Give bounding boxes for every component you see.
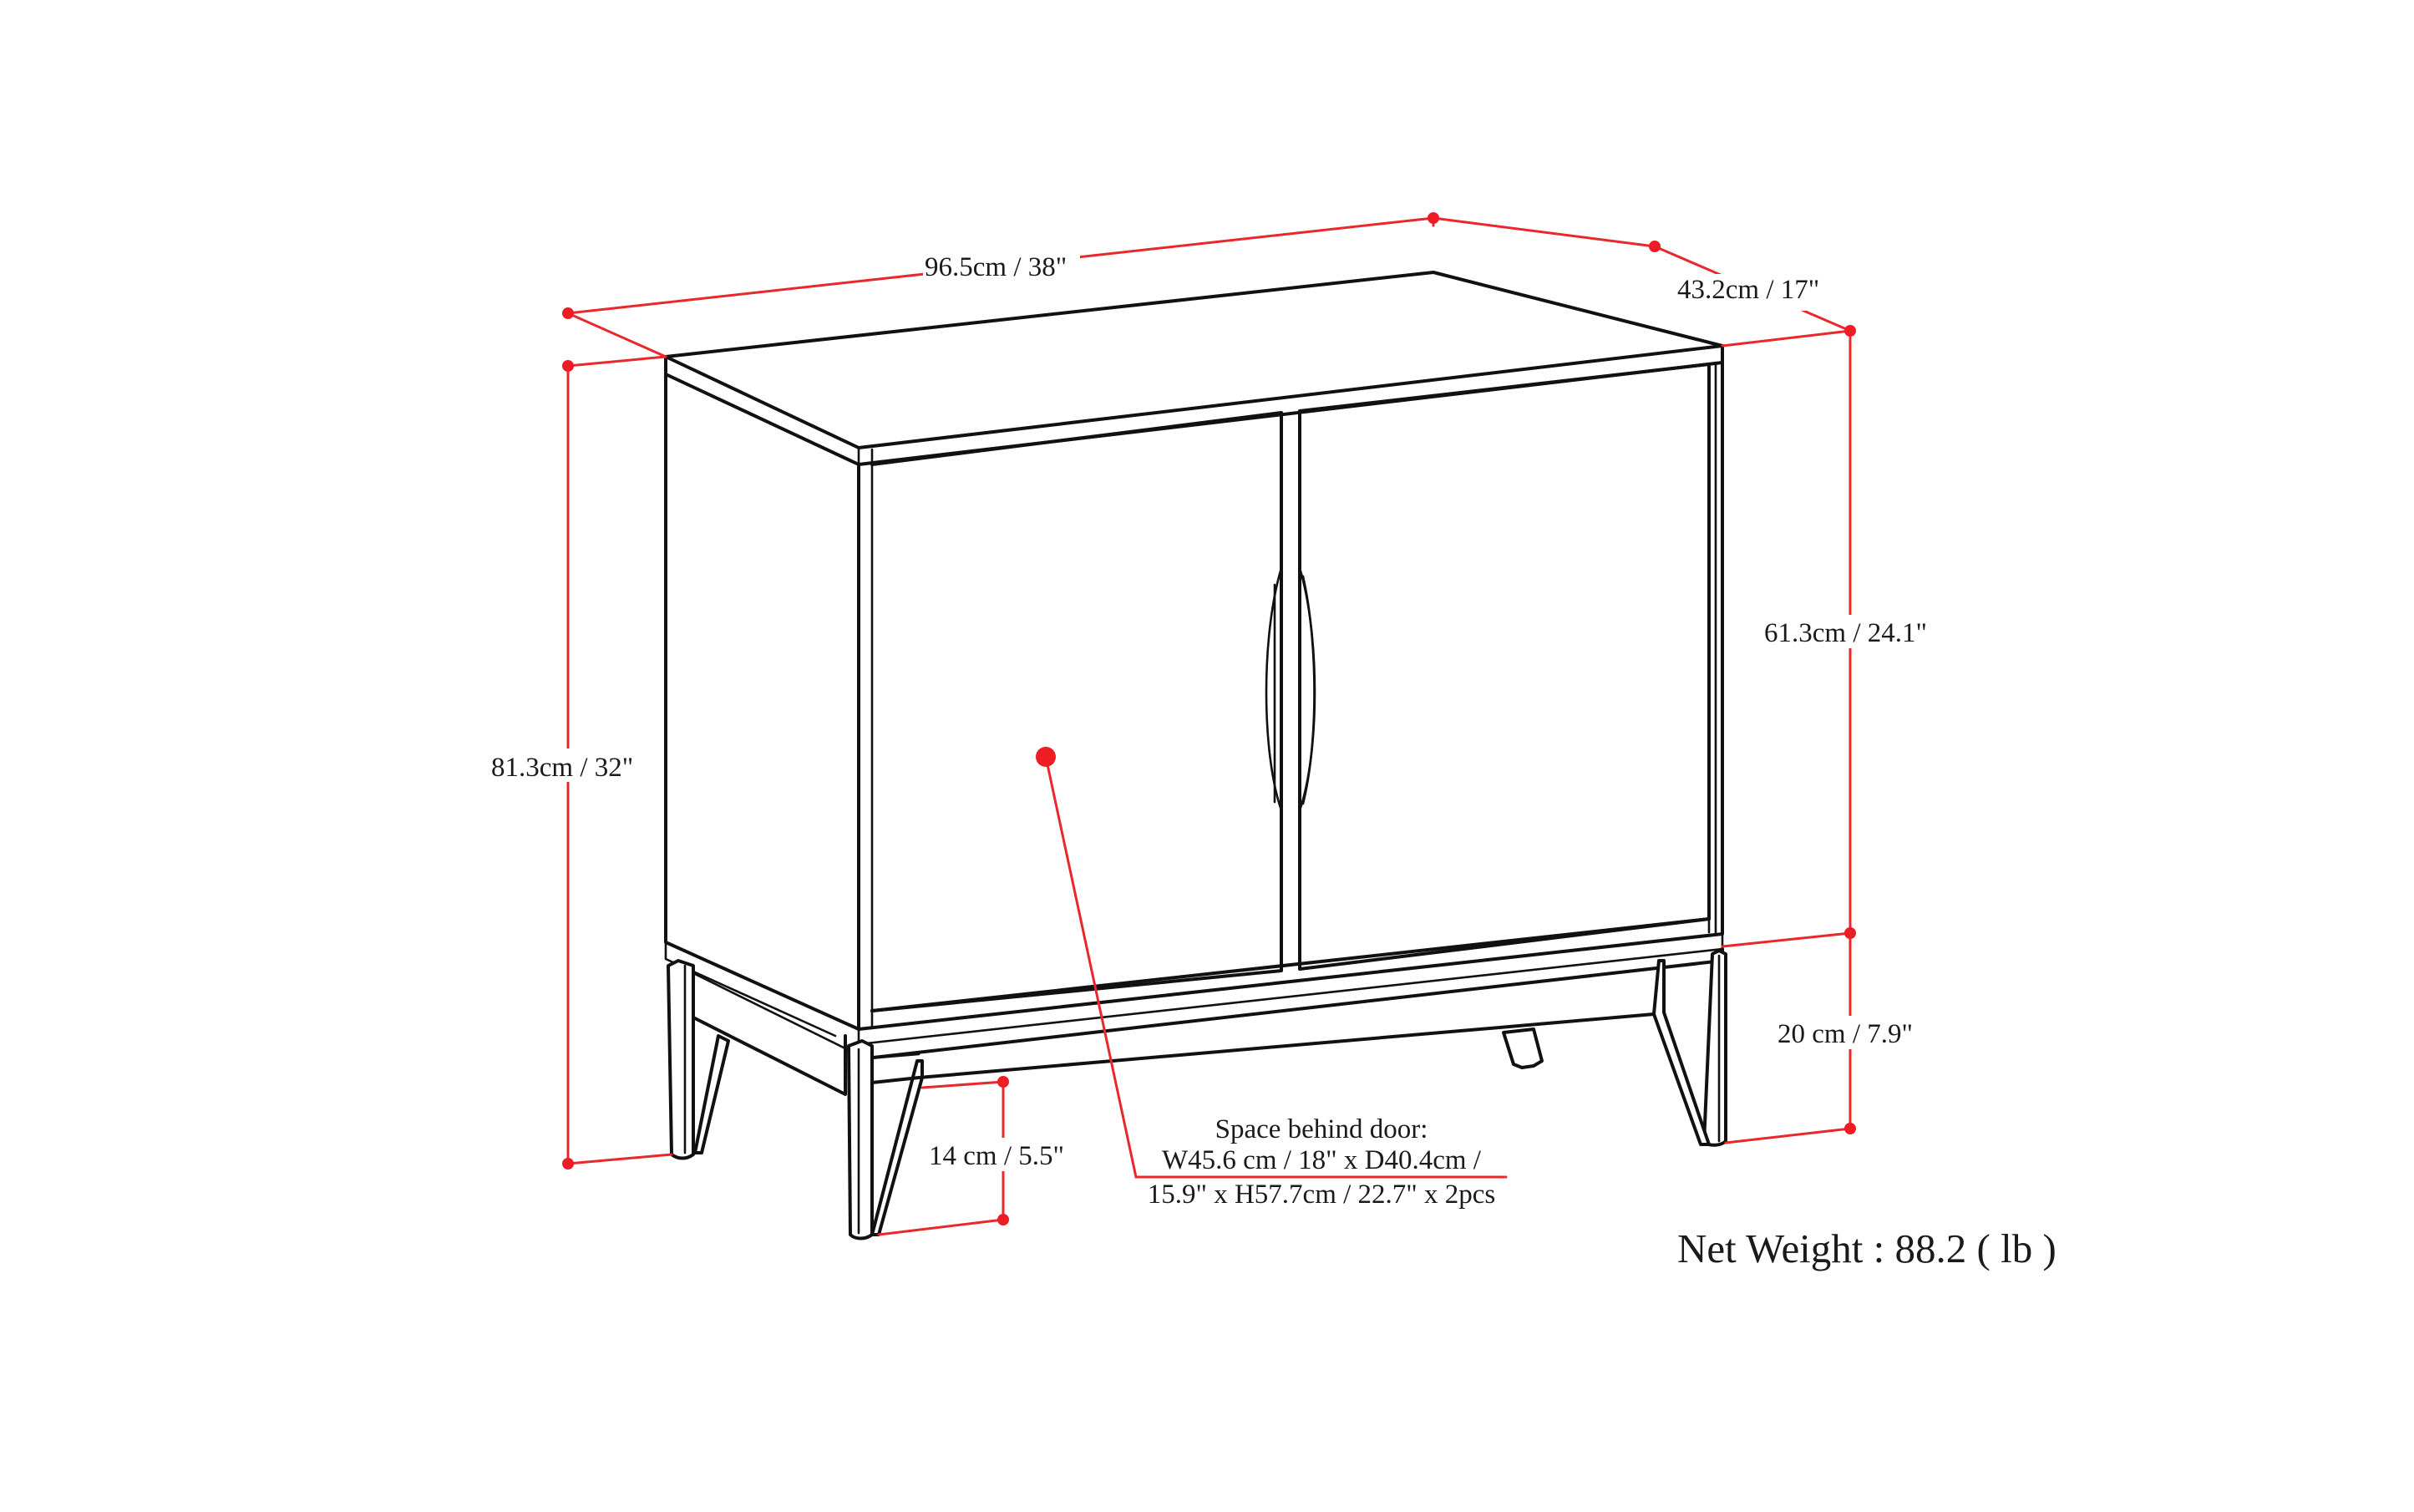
depth-label: 43.2cm / 17" [1677, 275, 1819, 305]
cabinet-outline [664, 271, 1727, 1241]
dimension-lines [562, 212, 1856, 1236]
interior-line-2: 15.9" x H57.7cm / 22.7" x 2pcs [1148, 1180, 1496, 1210]
width-label: 96.5cm / 38" [925, 252, 1067, 282]
right-door [1298, 363, 1711, 971]
cabinet-top [664, 271, 1724, 449]
interior-leader-line [1044, 755, 1508, 1179]
body-height-label: 61.3cm / 24.1" [1764, 618, 1927, 648]
interior-marker-dot [1036, 747, 1056, 767]
net-weight-label: Net Weight : 88.2 ( lb ) [1677, 1225, 2056, 1271]
cabinet-front-frame [857, 361, 1724, 1031]
door-handle [1265, 566, 1316, 812]
clearance-label: 14 cm / 5.5" [929, 1141, 1064, 1171]
leg-front-right [917, 949, 1727, 1147]
labels: 96.5cm / 38" 43.2cm / 17" 81.3cm / 32" 6… [489, 248, 2056, 1271]
interior-heading: Space behind door: [1215, 1114, 1428, 1144]
leg-front-left [847, 1039, 924, 1241]
cabinet-left-side [664, 373, 860, 1031]
leg-back-right [1502, 1027, 1544, 1069]
total-height-label: 81.3cm / 32" [491, 753, 633, 783]
leg-back-left [667, 959, 859, 1160]
leg-height-label: 20 cm / 7.9" [1778, 1019, 1913, 1049]
interior-line-1: W45.6 cm / 18" x D40.4cm / [1162, 1145, 1482, 1175]
left-door [870, 411, 1283, 1012]
